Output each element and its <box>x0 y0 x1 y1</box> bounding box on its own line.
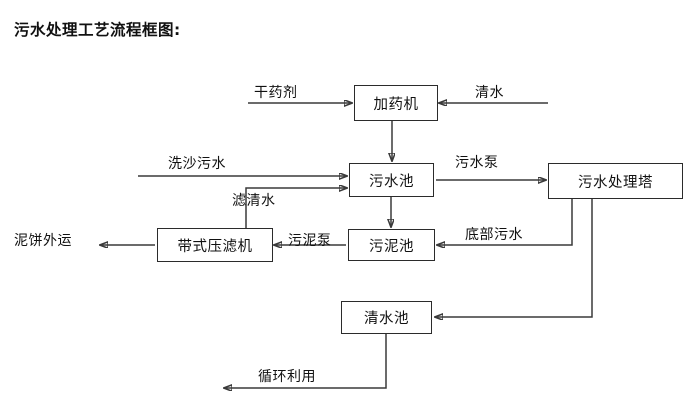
node-wastewater-pool-label: 污水池 <box>369 173 414 190</box>
wire-tower-to-clearwater-pool <box>435 199 593 317</box>
edge-label-dry-chemical: 干药剂 <box>254 85 298 101</box>
wire-tower-to-sludge-pool <box>437 199 573 245</box>
node-clearwater-pool-label: 清水池 <box>364 311 409 327</box>
node-dosing-machine-label: 加药机 <box>373 96 419 113</box>
node-dosing-machine[interactable]: 加药机 <box>354 85 438 121</box>
node-belt-filter-press[interactable]: 带式压滤机 <box>157 228 273 262</box>
terminal-label-mudcake-out: 泥饼外运 <box>14 233 72 249</box>
edge-label-sludge-pump: 污泥泵 <box>288 233 332 249</box>
wire-filtered-water-to-wastewater-pool <box>245 188 347 228</box>
node-clearwater-pool[interactable]: 清水池 <box>341 301 432 334</box>
edge-label-bottom-sewage: 底部污水 <box>465 227 523 243</box>
node-treatment-tower-label: 污水处理塔 <box>578 174 653 191</box>
node-wastewater-pool[interactable]: 污水池 <box>349 163 434 197</box>
edge-label-sewage-pump: 污水泵 <box>455 155 499 171</box>
node-sludge-pool[interactable]: 污泥池 <box>348 229 435 261</box>
edge-label-sandwash-wastewater: 洗沙污水 <box>168 156 226 172</box>
wire-clearwater-pool-to-recycle <box>224 333 387 388</box>
node-sludge-pool-label: 污泥池 <box>369 238 414 255</box>
edge-label-filtered-clear-water: 滤清水 <box>232 193 276 209</box>
edge-label-recycle-reuse: 循环利用 <box>258 369 316 385</box>
node-belt-filter-press-label: 带式压滤机 <box>177 238 253 255</box>
node-treatment-tower[interactable]: 污水处理塔 <box>548 163 683 199</box>
edge-label-clean-water: 清水 <box>475 85 504 101</box>
page-title: 污水处理工艺流程框图: <box>14 21 181 39</box>
